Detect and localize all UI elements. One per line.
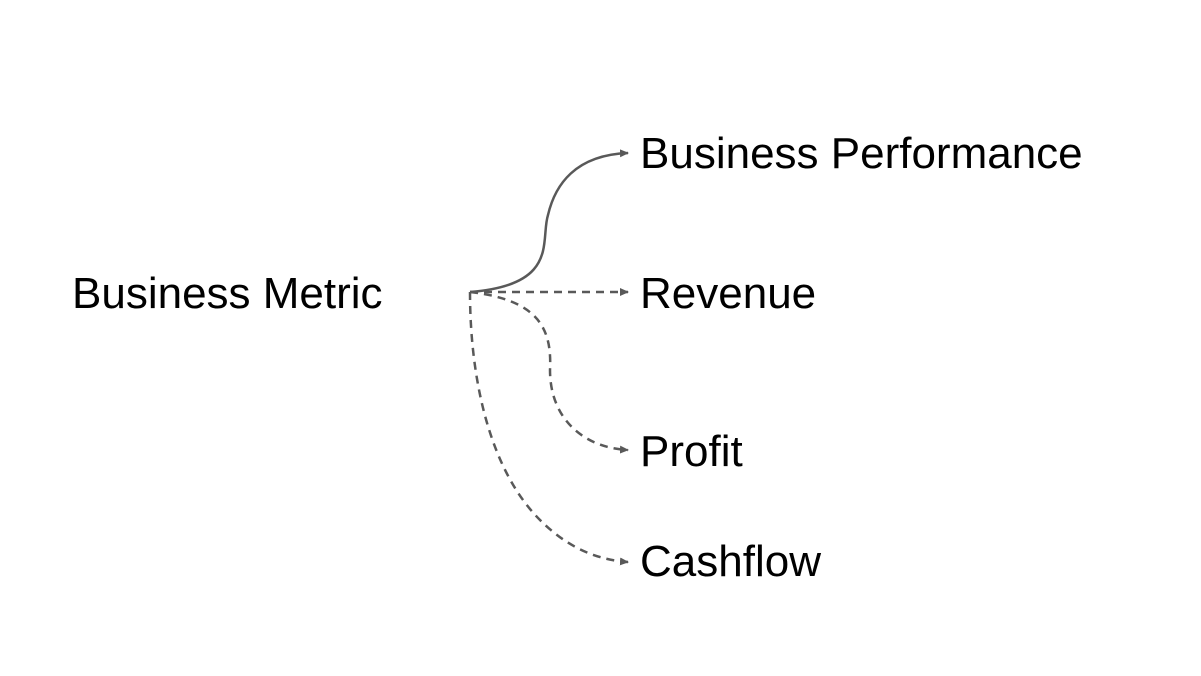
target-node-cashflow: Cashflow — [640, 537, 821, 586]
source-node-label: Business Metric — [72, 269, 383, 318]
edge-business-metric-to-profit — [469, 290, 629, 454]
target-node-revenue: Revenue — [640, 269, 817, 318]
edge-business-metric-to-business-performance — [469, 149, 629, 294]
target-node-business-performance: Business Performance — [640, 129, 1083, 178]
edge-business-metric-to-cashflow — [468, 291, 629, 566]
target-node-profit: Profit — [640, 427, 743, 476]
